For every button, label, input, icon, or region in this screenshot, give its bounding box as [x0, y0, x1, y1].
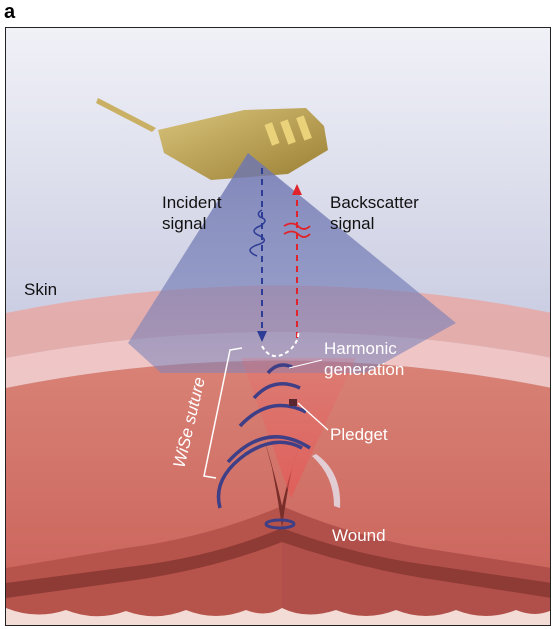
incident-label-line2: signal [162, 213, 222, 234]
wound-label: Wound [332, 525, 386, 546]
panel-letter: a [4, 2, 15, 22]
illustration [6, 28, 551, 626]
harmonic-generation-label: Harmonic generation [324, 338, 404, 380]
backscatter-label-line1: Backscatter [330, 192, 419, 213]
backscatter-signal-label: Backscatter signal [330, 192, 419, 234]
incident-signal-label: Incident signal [162, 192, 222, 234]
harmonic-label-line2: generation [324, 359, 404, 380]
figure-panel: Incident signal Backscatter signal Skin … [5, 27, 551, 626]
incident-label-line1: Incident [162, 192, 222, 213]
pledget-icon [289, 399, 297, 406]
pledget-label: Pledget [330, 424, 388, 445]
skin-label: Skin [24, 279, 57, 300]
harmonic-label-line1: Harmonic [324, 338, 404, 359]
backscatter-label-line2: signal [330, 213, 419, 234]
